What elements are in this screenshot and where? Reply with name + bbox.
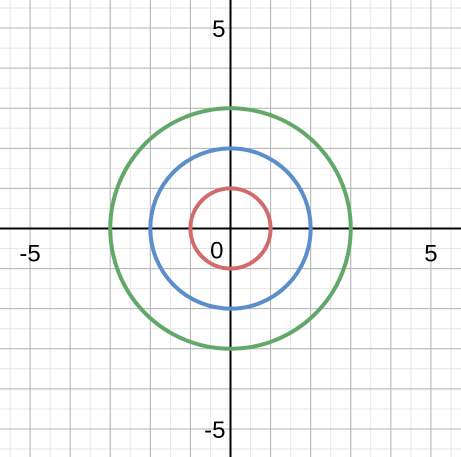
y-tick-label: 5: [212, 16, 225, 43]
circle-r1: [188, 186, 273, 271]
x-tick-label: -5: [19, 241, 40, 268]
circle-r3: [108, 106, 353, 351]
tick-labels: -5 5 5 -5 0: [19, 16, 437, 444]
curves: [108, 106, 353, 351]
circle-r2: [148, 146, 313, 311]
y-tick-label: -5: [204, 417, 225, 444]
origin-label: 0: [210, 238, 223, 265]
x-tick-label: 5: [424, 241, 437, 268]
